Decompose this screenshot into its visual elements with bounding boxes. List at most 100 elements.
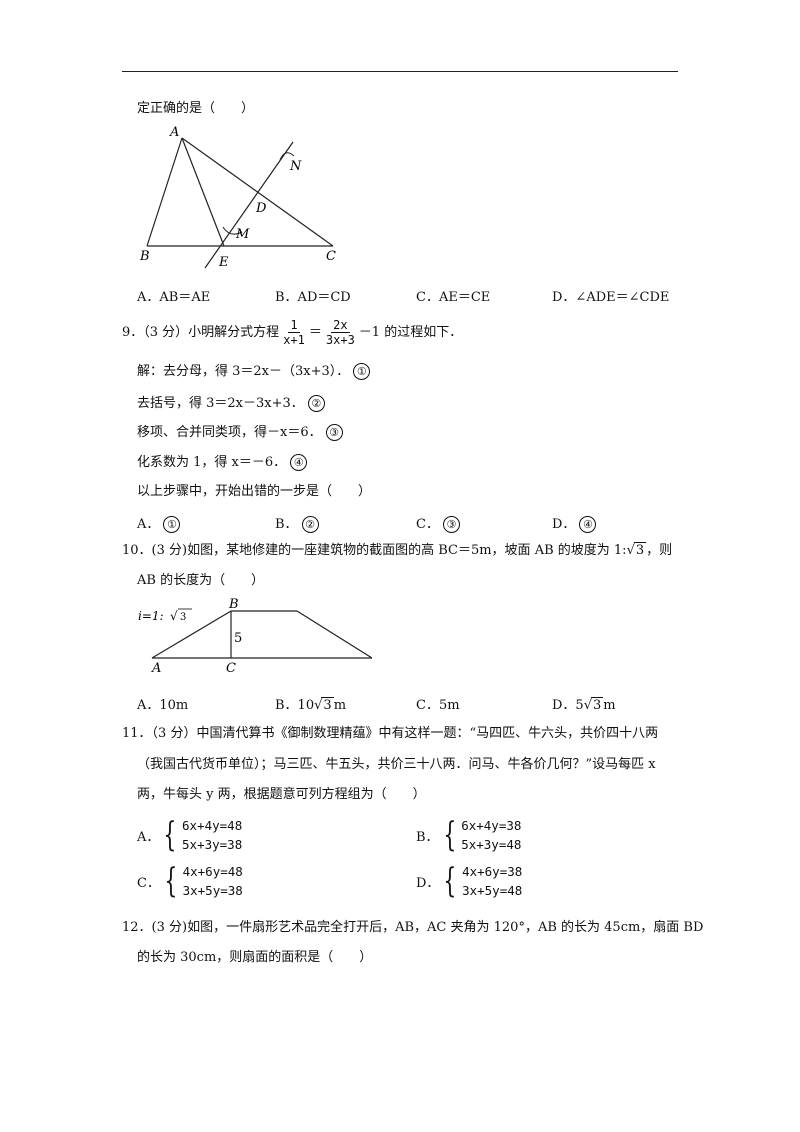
q8-figure: A B C D E M N bbox=[139, 125, 336, 270]
q11-option-d-eq-2: 3x+5y=48 bbox=[462, 883, 523, 898]
label-d: D bbox=[255, 201, 267, 216]
q8-tail: 定正确的是（ ） bbox=[137, 101, 255, 116]
right-slope bbox=[296, 610, 373, 659]
q10-option-c[interactable]: C．5m bbox=[416, 698, 460, 713]
q12-line-2: 的长为 30cm，则扇面的面积是（ ） bbox=[137, 950, 373, 965]
q9-option-b[interactable]: B．② bbox=[275, 513, 319, 533]
q9-step-2: 去括号，得 3＝2x－3x+3．② bbox=[137, 395, 325, 412]
q9-step-3: 移项、合并同类项，得－x＝6．③ bbox=[137, 424, 343, 441]
label-m: M bbox=[235, 227, 250, 242]
q9-option-b-label: B． bbox=[275, 517, 298, 532]
q9-step-1: 解：去分母，得 3＝2x－（3x+3）．① bbox=[137, 363, 371, 380]
q10-option-b-a: B．10 bbox=[275, 698, 315, 713]
brace-icon: { bbox=[163, 815, 177, 855]
q11-option-d-eq-1: 4x+6y=38 bbox=[462, 864, 523, 879]
arc-mark-m bbox=[222, 226, 243, 235]
q9-step-3-mark: ③ bbox=[325, 424, 343, 441]
q10-line-1: 10．(3 分)如图，某地修建的一座建筑物的截面图的高 BC＝5m，坡面 AB … bbox=[122, 542, 673, 559]
q10-line-1-b: ，则 bbox=[646, 543, 673, 558]
q11-line-2: （我国古代货币单位）；马三匹、牛五头，共价三十八两．问马、牛各价几何？”设马每匹… bbox=[137, 757, 656, 772]
q10-figure: i=1: √ 3 B A C 5 bbox=[138, 597, 373, 676]
q11-option-c-eq-2: 3x+5y=38 bbox=[182, 883, 243, 898]
label-a: A bbox=[151, 661, 161, 676]
q9-suffix: －1 的过程如下． bbox=[358, 324, 463, 340]
q10-line-2: AB 的长度为（ ） bbox=[137, 573, 265, 588]
q9-option-a-mark: ① bbox=[163, 516, 181, 533]
q11-option-b-eq-2: 5x+3y=48 bbox=[461, 837, 522, 852]
q10-sqrt: √3 bbox=[626, 542, 647, 558]
q9-prefix: 9．（3 分）小明解分式方程 bbox=[122, 324, 280, 340]
q11-option-a-eq-1: 6x+4y=48 bbox=[182, 818, 243, 833]
segment-ae bbox=[181, 137, 225, 247]
q10-option-b-radicand: 3 bbox=[321, 697, 334, 713]
q9-f1-den: x+1 bbox=[283, 333, 305, 347]
label-e: E bbox=[218, 255, 229, 270]
q10-option-d-unit: m bbox=[603, 698, 616, 713]
label-c: C bbox=[326, 249, 336, 264]
q11-line-3: 两，牛每头 y 两，根据题意可列方程组为（ ） bbox=[137, 787, 426, 802]
label-b: B bbox=[228, 597, 239, 612]
q10-sqrt-radicand: 3 bbox=[633, 542, 647, 558]
brace-icon: { bbox=[164, 861, 178, 901]
q10-option-a[interactable]: A．10m bbox=[137, 698, 189, 713]
label-b: B bbox=[139, 249, 150, 264]
q11-option-b[interactable]: B． {6x+4y=38 5x+3y=48 bbox=[416, 816, 521, 854]
q9-option-a-label: A． bbox=[137, 517, 160, 532]
q11-option-a-eq-2: 5x+3y=38 bbox=[182, 837, 243, 852]
q9-option-d-label: D． bbox=[552, 517, 576, 532]
q9-option-d[interactable]: D．④ bbox=[552, 513, 597, 533]
q9-step-2-mark: ② bbox=[307, 395, 325, 412]
brace-icon: { bbox=[442, 815, 456, 855]
q9-equals: ＝ bbox=[308, 324, 322, 340]
q9-option-d-mark: ④ bbox=[579, 516, 597, 533]
slope-radicand: 3 bbox=[180, 612, 186, 623]
q9-stem: 9．（3 分）小明解分式方程 1 x+1 ＝ 2x 3x+3 －1 的过程如下． bbox=[122, 318, 462, 347]
q9-step-1-mark: ① bbox=[353, 363, 371, 380]
q8-option-a[interactable]: A．AB＝AE bbox=[137, 290, 211, 305]
q9-step-3-text: 移项、合并同类项，得－x＝6． bbox=[137, 425, 322, 440]
q9-step-2-text: 去括号，得 3＝2x－3x+3． bbox=[137, 396, 304, 411]
label-c: C bbox=[226, 661, 236, 676]
q10-option-b-sqrt: √3 bbox=[314, 697, 334, 713]
q8-option-c[interactable]: C．AE＝CE bbox=[416, 290, 491, 305]
q10-option-d-sqrt: √3 bbox=[583, 697, 604, 713]
header-rule bbox=[122, 71, 678, 72]
q11-option-a-system: {6x+4y=48 5x+3y=38 bbox=[159, 815, 243, 855]
q9-step-4-mark: ④ bbox=[290, 454, 308, 471]
q9-f1-num: 1 bbox=[288, 318, 300, 333]
q8-option-b[interactable]: B．AD＝CD bbox=[275, 290, 351, 305]
q11-option-b-eq-1: 6x+4y=38 bbox=[461, 818, 522, 833]
q9-step-1-text: 解：去分母，得 3＝2x－（3x+3）． bbox=[137, 364, 350, 379]
q9-step-4: 化系数为 1，得 x＝－6．④ bbox=[137, 454, 308, 471]
arc-mark-n bbox=[279, 152, 295, 161]
q9-option-c-label: C． bbox=[416, 517, 439, 532]
q9-f2-num: 2x bbox=[331, 318, 350, 333]
slope-sqrt-sign: √ bbox=[170, 609, 178, 623]
q11-option-c-label: C． bbox=[137, 875, 160, 891]
q11-option-b-label: B． bbox=[416, 829, 439, 845]
q9-fraction-1: 1 x+1 bbox=[281, 318, 307, 347]
q9-option-a[interactable]: A．① bbox=[137, 513, 181, 533]
label-n: N bbox=[289, 159, 302, 174]
q10-option-d-radicand: 3 bbox=[591, 697, 604, 713]
q8-option-d[interactable]: D．∠ADE＝∠CDE bbox=[552, 290, 670, 305]
segment-ab bbox=[146, 137, 183, 247]
q11-line-1: 11．（3 分）中国清代算书《御制数理精蕴》中有这样一题：“马四匹、牛六头，共价… bbox=[122, 726, 659, 741]
q10-line-1-a: 10．(3 分)如图，某地修建的一座建筑物的截面图的高 BC＝5m，坡面 AB … bbox=[122, 543, 627, 558]
slope-ab bbox=[151, 610, 232, 659]
slope-prefix: i=1: bbox=[138, 609, 164, 623]
q11-option-a[interactable]: A． {6x+4y=48 5x+3y=38 bbox=[137, 816, 242, 854]
q12-line-1: 12．(3 分)如图，一件扇形艺术品完全打开后，AB，AC 夹角为 120°，A… bbox=[122, 920, 704, 935]
q11-option-d-label: D． bbox=[416, 875, 440, 891]
q9-step-4-text: 化系数为 1，得 x＝－6． bbox=[137, 455, 287, 470]
q9-option-c[interactable]: C．③ bbox=[416, 513, 460, 533]
q9-ask: 以上步骤中，开始出错的一步是（ ） bbox=[137, 484, 372, 499]
label-a: A bbox=[169, 125, 179, 140]
q11-option-a-label: A． bbox=[137, 829, 160, 845]
